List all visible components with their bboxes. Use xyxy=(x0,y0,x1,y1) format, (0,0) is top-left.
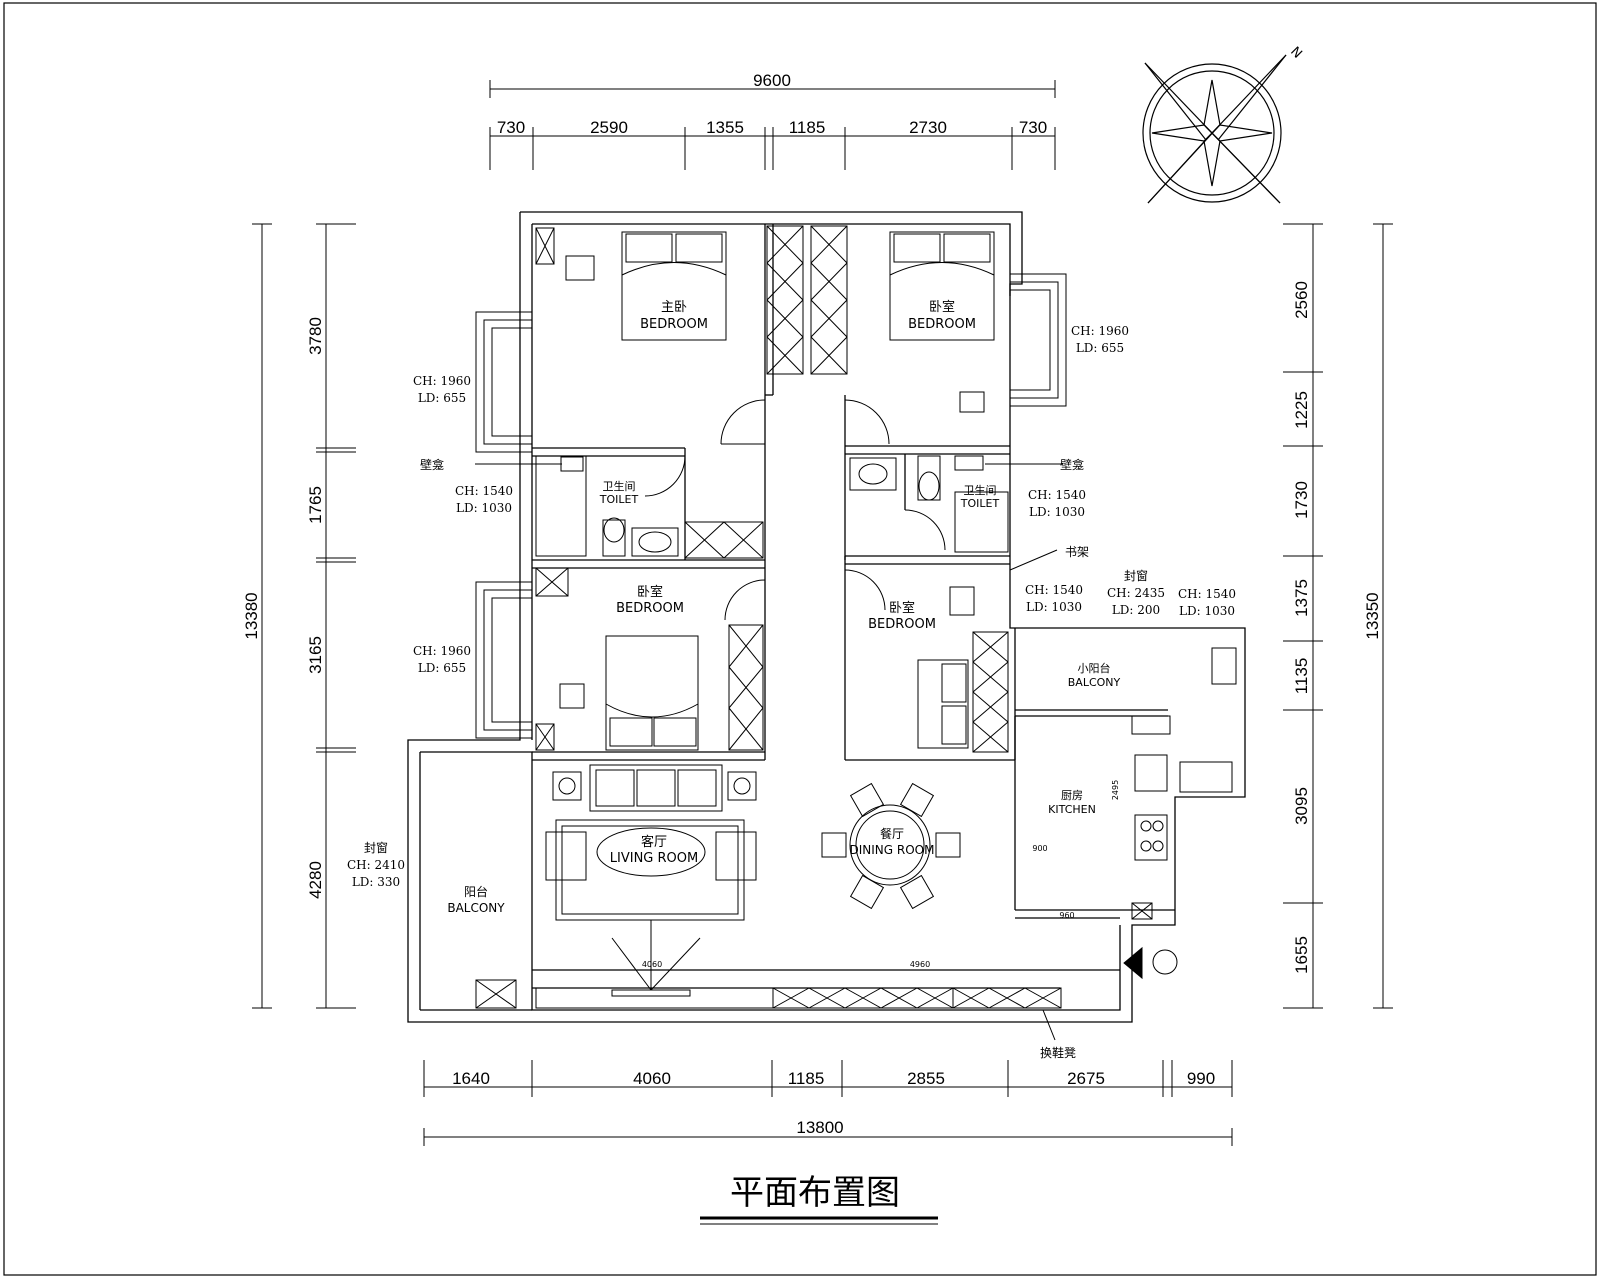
label-dining-cn: 餐厅 xyxy=(880,826,904,841)
walls xyxy=(407,211,1246,1023)
dim-left-3: 3165 xyxy=(306,636,325,674)
ann-ld330: LD: 330 xyxy=(352,875,400,889)
ann-niche-left: 壁龛 xyxy=(420,457,444,472)
label-balcony-en: BALCONY xyxy=(447,901,505,915)
label-balcony-cn: 阳台 xyxy=(464,884,488,899)
dimension-right xyxy=(1283,223,1393,1009)
dim-right-2: 1225 xyxy=(1292,391,1311,429)
dim-top-total: 9600 xyxy=(753,71,791,90)
ann-ch1540-c: CH: 1540 xyxy=(1025,583,1083,597)
dim-right-1: 2560 xyxy=(1292,281,1311,319)
ann-ld655-c: LD: 655 xyxy=(418,661,466,675)
svg-text:N: N xyxy=(1287,44,1304,61)
small-dim-kitchen-v: 2495 xyxy=(1111,780,1120,800)
dim-top-1: 730 xyxy=(497,118,525,137)
small-dim-cabinet: 4960 xyxy=(910,960,930,969)
wardrobes xyxy=(535,225,1009,753)
dim-right-3: 1730 xyxy=(1292,481,1311,519)
doors xyxy=(644,399,946,621)
label-toilet2-cn: 卫生间 xyxy=(964,483,997,497)
ann-ld655-b: LD: 655 xyxy=(1076,341,1124,355)
label-bedroom2-en: BEDROOM xyxy=(908,317,976,332)
drawing-frame xyxy=(3,2,1597,1276)
dim-bottom-6: 990 xyxy=(1187,1069,1215,1088)
label-small-balcony-cn: 小阳台 xyxy=(1078,661,1111,675)
ann-ld1030-d: LD: 1030 xyxy=(1179,604,1235,618)
dimension-top xyxy=(489,80,1056,170)
dining-set xyxy=(821,782,961,910)
beds xyxy=(605,231,995,751)
compass-icon: N xyxy=(1142,44,1305,204)
label-bedroom2-cn: 卧室 xyxy=(929,299,955,315)
dim-top-3: 1355 xyxy=(706,118,744,137)
ann-sealed-window-2: 封窗 xyxy=(364,841,388,855)
dim-right-total: 13350 xyxy=(1363,592,1382,639)
label-bedroom4-cn: 卧室 xyxy=(889,600,915,616)
fixtures xyxy=(535,255,1237,980)
label-toilet1-en: TOILET xyxy=(599,493,639,506)
ann-ld1030-a: LD: 1030 xyxy=(456,501,512,515)
ann-ld655-a: LD: 655 xyxy=(418,391,466,405)
dim-right-6: 3095 xyxy=(1292,787,1311,825)
label-dining-en: DINING ROOM xyxy=(850,843,935,857)
label-kitchen-en: KITCHEN xyxy=(1048,803,1096,816)
dim-right-5: 1135 xyxy=(1292,658,1311,695)
ann-ld1030-b: LD: 1030 xyxy=(1029,505,1085,519)
dim-left-1: 3780 xyxy=(306,317,325,355)
dim-bottom-4: 2855 xyxy=(907,1069,945,1088)
dim-bottom-total: 13800 xyxy=(796,1118,843,1137)
dim-bottom-5: 2675 xyxy=(1067,1069,1105,1088)
dimension-left xyxy=(252,223,356,1009)
ann-ch1540-a: CH: 1540 xyxy=(455,484,513,498)
dimension-bottom xyxy=(423,1060,1233,1146)
label-toilet1-cn: 卫生间 xyxy=(603,479,636,493)
bay-windows xyxy=(475,273,1067,739)
dim-top-2: 2590 xyxy=(590,118,628,137)
dim-right-7: 1655 xyxy=(1292,936,1311,974)
label-small-balcony-en: BALCONY xyxy=(1068,676,1121,689)
dim-right-4: 1375 xyxy=(1292,579,1311,617)
small-dim-entry: 960 xyxy=(1059,911,1074,920)
label-master-bedroom-en: BEDROOM xyxy=(640,317,708,332)
ann-ch2435: CH: 2435 xyxy=(1107,586,1165,600)
ann-ch1540-d: CH: 1540 xyxy=(1178,587,1236,601)
ann-niche-right: 壁龛 xyxy=(1060,457,1084,472)
dim-left-total: 13380 xyxy=(242,592,261,639)
dim-bottom-1: 1640 xyxy=(452,1069,490,1088)
dim-top-6: 730 xyxy=(1019,118,1047,137)
leader-lines xyxy=(475,463,1063,1041)
ann-ch1960-b: CH: 1960 xyxy=(1071,324,1129,338)
small-dim-tv-wall: 4060 xyxy=(642,960,662,969)
ann-ld200: LD: 200 xyxy=(1112,603,1160,617)
dim-left-2: 1765 xyxy=(306,486,325,524)
ann-ch2410: CH: 2410 xyxy=(347,858,405,872)
cabinet-row xyxy=(475,979,1062,1009)
label-master-bedroom-cn: 主卧 xyxy=(661,300,687,315)
label-bedroom4-en: BEDROOM xyxy=(868,617,936,632)
dim-bottom-3: 1185 xyxy=(788,1069,825,1088)
small-dim-kitchen-w: 900 xyxy=(1032,844,1047,853)
dim-left-4: 4280 xyxy=(306,861,325,899)
dim-bottom-2: 4060 xyxy=(633,1069,671,1088)
dim-top-4: 1185 xyxy=(789,118,826,137)
ann-sealed-window-1: 封窗 xyxy=(1124,569,1148,583)
living-furniture xyxy=(545,764,757,997)
label-living-cn: 客厅 xyxy=(641,834,667,850)
label-bedroom3-en: BEDROOM xyxy=(616,601,684,616)
label-toilet2-en: TOILET xyxy=(960,497,1000,510)
ann-ch1960-c: CH: 1960 xyxy=(413,644,471,658)
ann-ch1960-a: CH: 1960 xyxy=(413,374,471,388)
label-living-en: LIVING ROOM xyxy=(610,851,698,866)
label-bedroom3-cn: 卧室 xyxy=(637,584,663,600)
ann-shoe-bench: 换鞋凳 xyxy=(1040,1045,1076,1060)
label-kitchen-cn: 厨房 xyxy=(1061,789,1083,802)
dim-top-5: 2730 xyxy=(909,118,947,137)
ann-bookshelf: 书架 xyxy=(1065,545,1089,559)
ann-ch1540-b: CH: 1540 xyxy=(1028,488,1086,502)
ann-ld1030-c: LD: 1030 xyxy=(1026,600,1082,614)
page-title: 平面布置图 xyxy=(730,1173,900,1213)
